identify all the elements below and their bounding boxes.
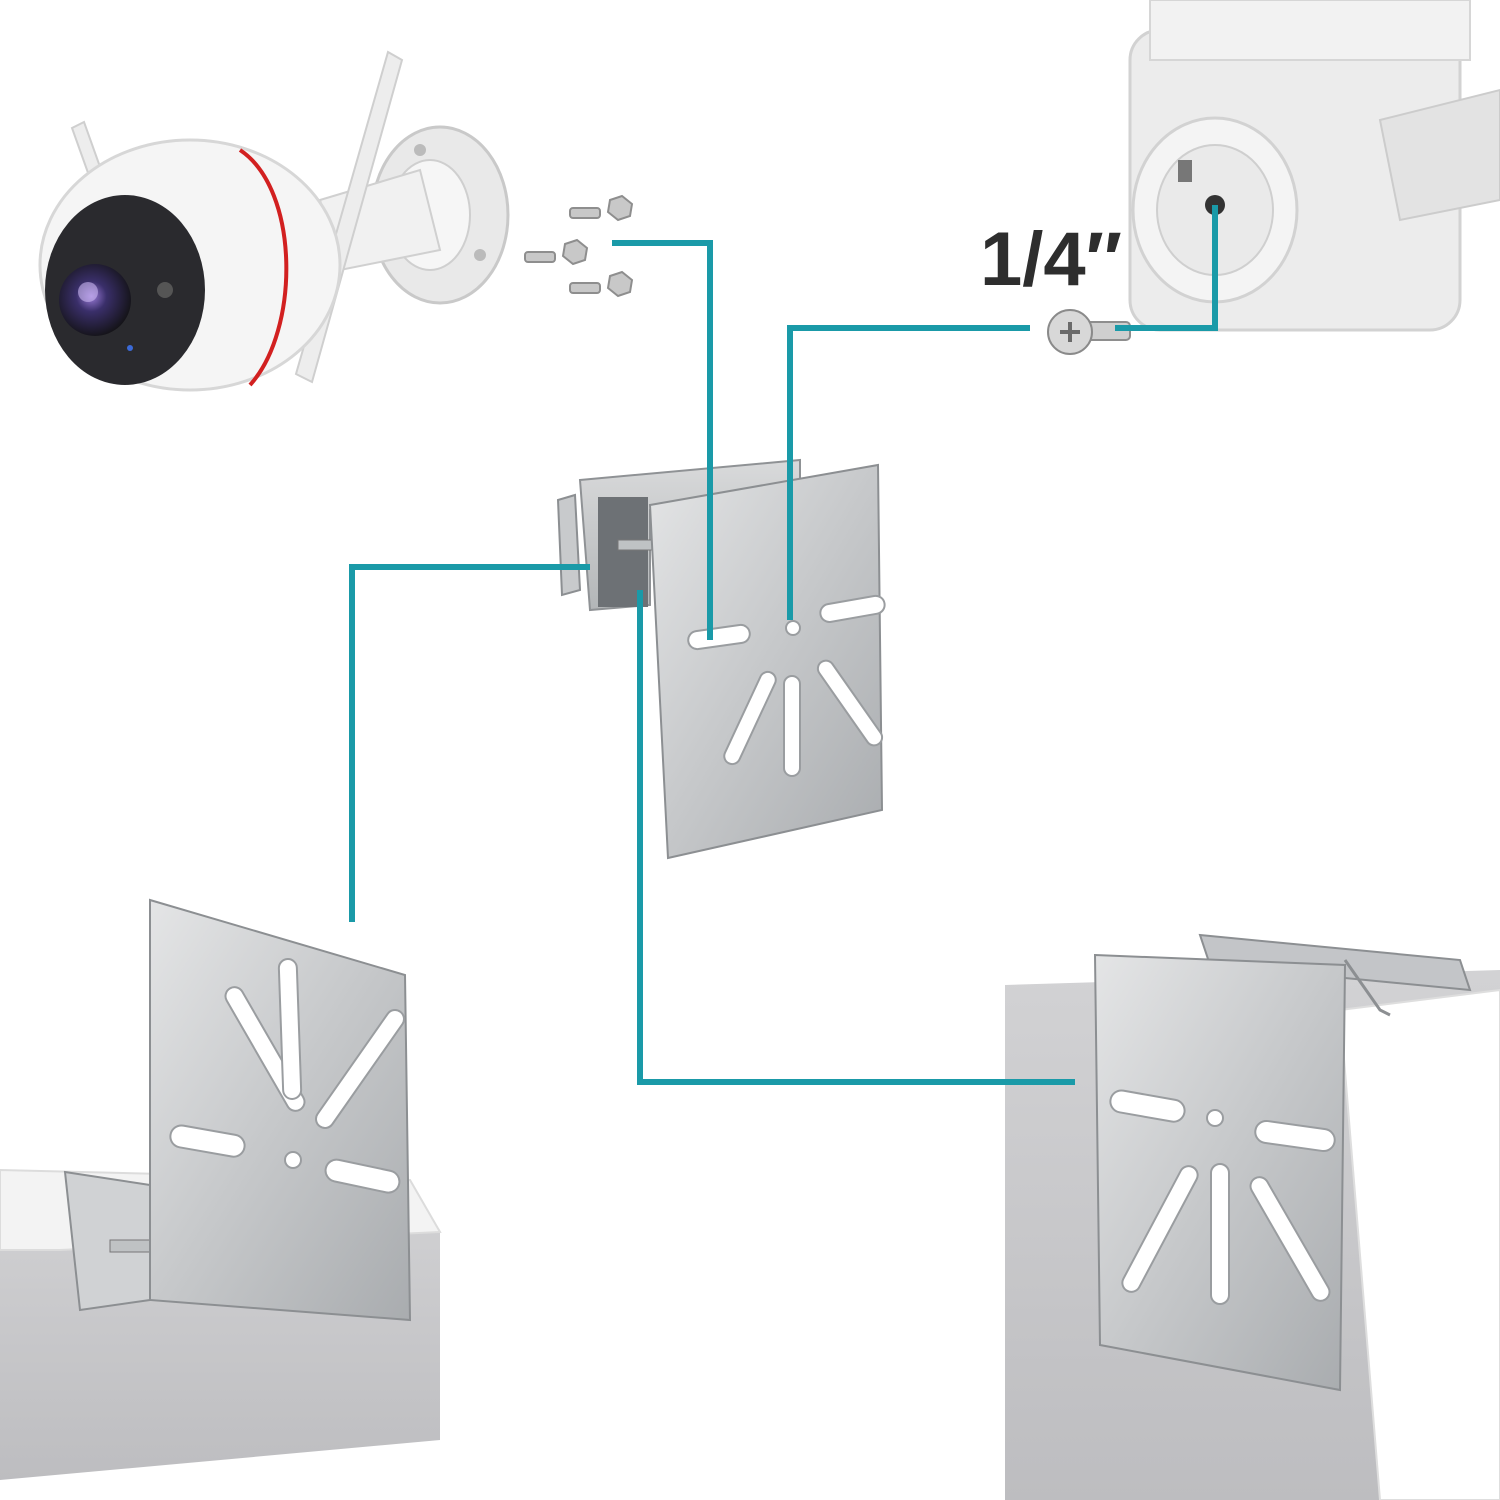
mounting-screws-icon	[524, 194, 634, 298]
screw-size-label: 1/4″	[980, 217, 1122, 302]
camera-base-icon	[1128, 0, 1500, 332]
bracket-center	[556, 458, 886, 860]
connector-screws-to-plate	[612, 240, 713, 640]
connector-quarter-screw-to-plate	[787, 325, 1030, 620]
connector-channel-to-right	[637, 590, 1075, 1085]
connector-camera-base-to-screw	[1115, 205, 1218, 331]
bracket-on-wall-left	[0, 898, 442, 1480]
connector-lines	[349, 205, 1218, 1085]
connector-channel-to-left	[349, 564, 590, 922]
bullet-camera-icon	[38, 50, 510, 392]
phillips-screw-icon	[1047, 309, 1131, 355]
bracket-on-wall-right	[1005, 933, 1500, 1500]
